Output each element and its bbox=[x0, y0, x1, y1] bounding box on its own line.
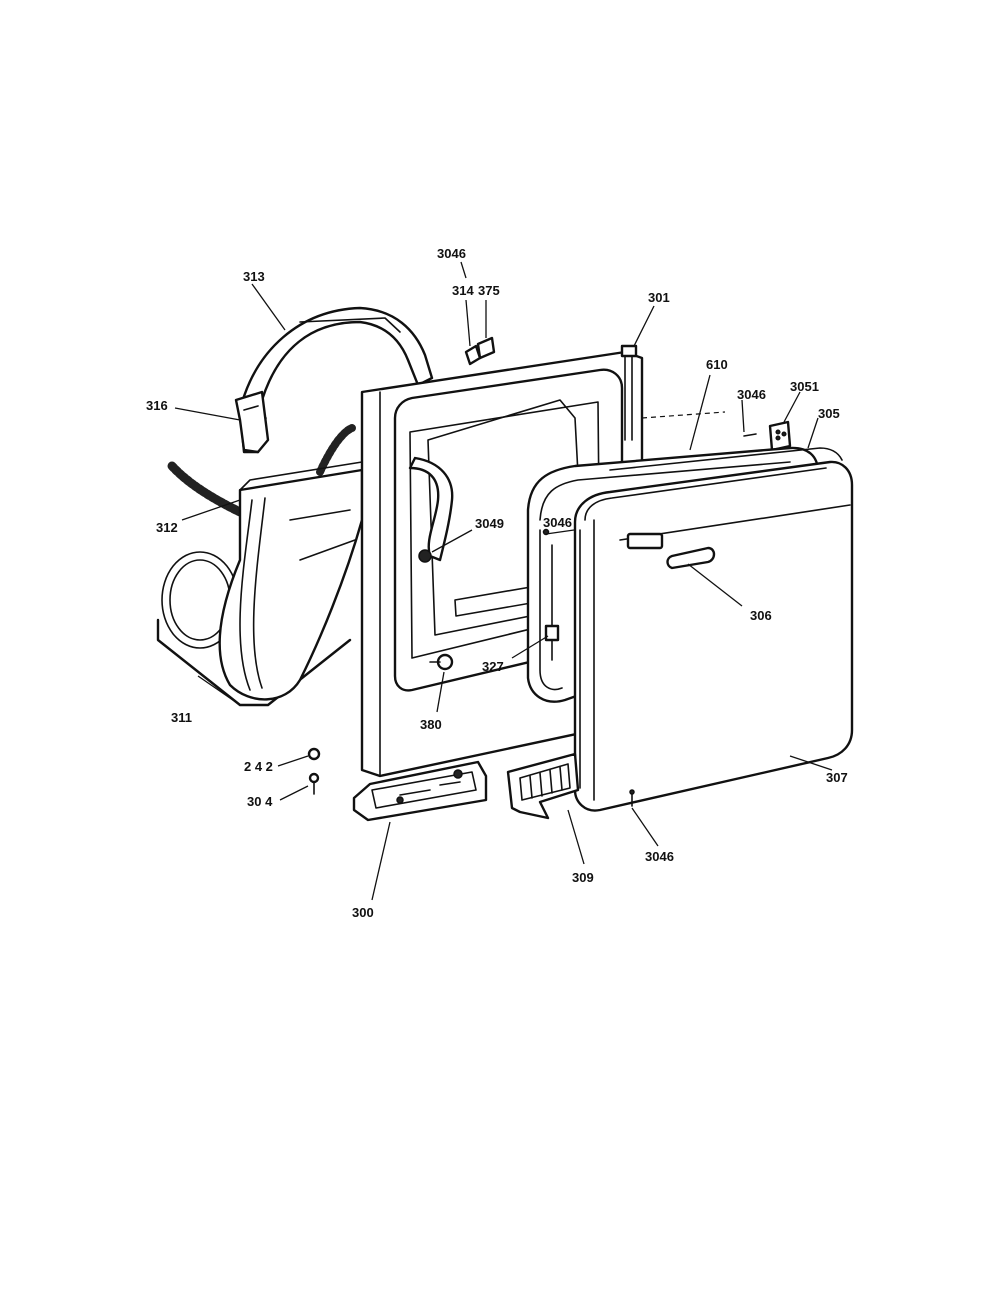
leader-lines bbox=[174, 261, 833, 901]
part-316-duct bbox=[234, 390, 270, 454]
callout-3051: 3051 bbox=[790, 379, 819, 394]
callout-375: 375 bbox=[478, 283, 500, 298]
part-304-screw bbox=[308, 772, 320, 795]
callout-3046-bottom: 3046 bbox=[645, 849, 674, 864]
callout-305: 305 bbox=[818, 406, 840, 421]
part-300-console bbox=[352, 760, 488, 822]
callout-327: 327 bbox=[482, 659, 504, 674]
callout-3049: 3049 bbox=[475, 516, 504, 531]
callout-3046-top: 3046 bbox=[437, 246, 466, 261]
callout-309: 309 bbox=[572, 870, 594, 885]
callout-307: 307 bbox=[826, 770, 848, 785]
callout-380: 380 bbox=[420, 717, 442, 732]
callout-314: 314 bbox=[452, 283, 474, 298]
callout-300: 300 bbox=[352, 905, 374, 920]
callout-301: 301 bbox=[648, 290, 670, 305]
callout-242: 2 4 2 bbox=[244, 759, 273, 774]
part-3046-screw-bottom bbox=[629, 789, 635, 807]
part-380-knob bbox=[429, 653, 454, 671]
callout-labels: 313 3046 314 375 301 610 3046 3051 305 3… bbox=[146, 246, 848, 920]
part-3046-screw-right bbox=[743, 433, 757, 437]
part-3051-hinge bbox=[768, 420, 792, 452]
part-306-handle bbox=[626, 532, 716, 570]
part-3049-latch-strike bbox=[408, 456, 454, 563]
callout-306: 306 bbox=[750, 608, 772, 623]
callout-313: 313 bbox=[243, 269, 265, 284]
part-375-bracket bbox=[476, 336, 496, 360]
callout-316: 316 bbox=[146, 398, 168, 413]
callout-3046-right: 3046 bbox=[737, 387, 766, 402]
part-309-kick-panel bbox=[506, 752, 580, 820]
callout-304: 30 4 bbox=[247, 794, 273, 809]
part-312-seal bbox=[167, 424, 356, 517]
part-242-nut bbox=[307, 747, 321, 761]
part-305-door-top-trim bbox=[609, 447, 843, 471]
part-307-outer-door bbox=[573, 460, 854, 812]
part-311-front-base bbox=[156, 461, 364, 707]
callout-3046-mid: 3046 bbox=[543, 515, 572, 530]
callout-610: 610 bbox=[706, 357, 728, 372]
callout-312: 312 bbox=[156, 520, 178, 535]
callout-311: 311 bbox=[171, 710, 192, 725]
